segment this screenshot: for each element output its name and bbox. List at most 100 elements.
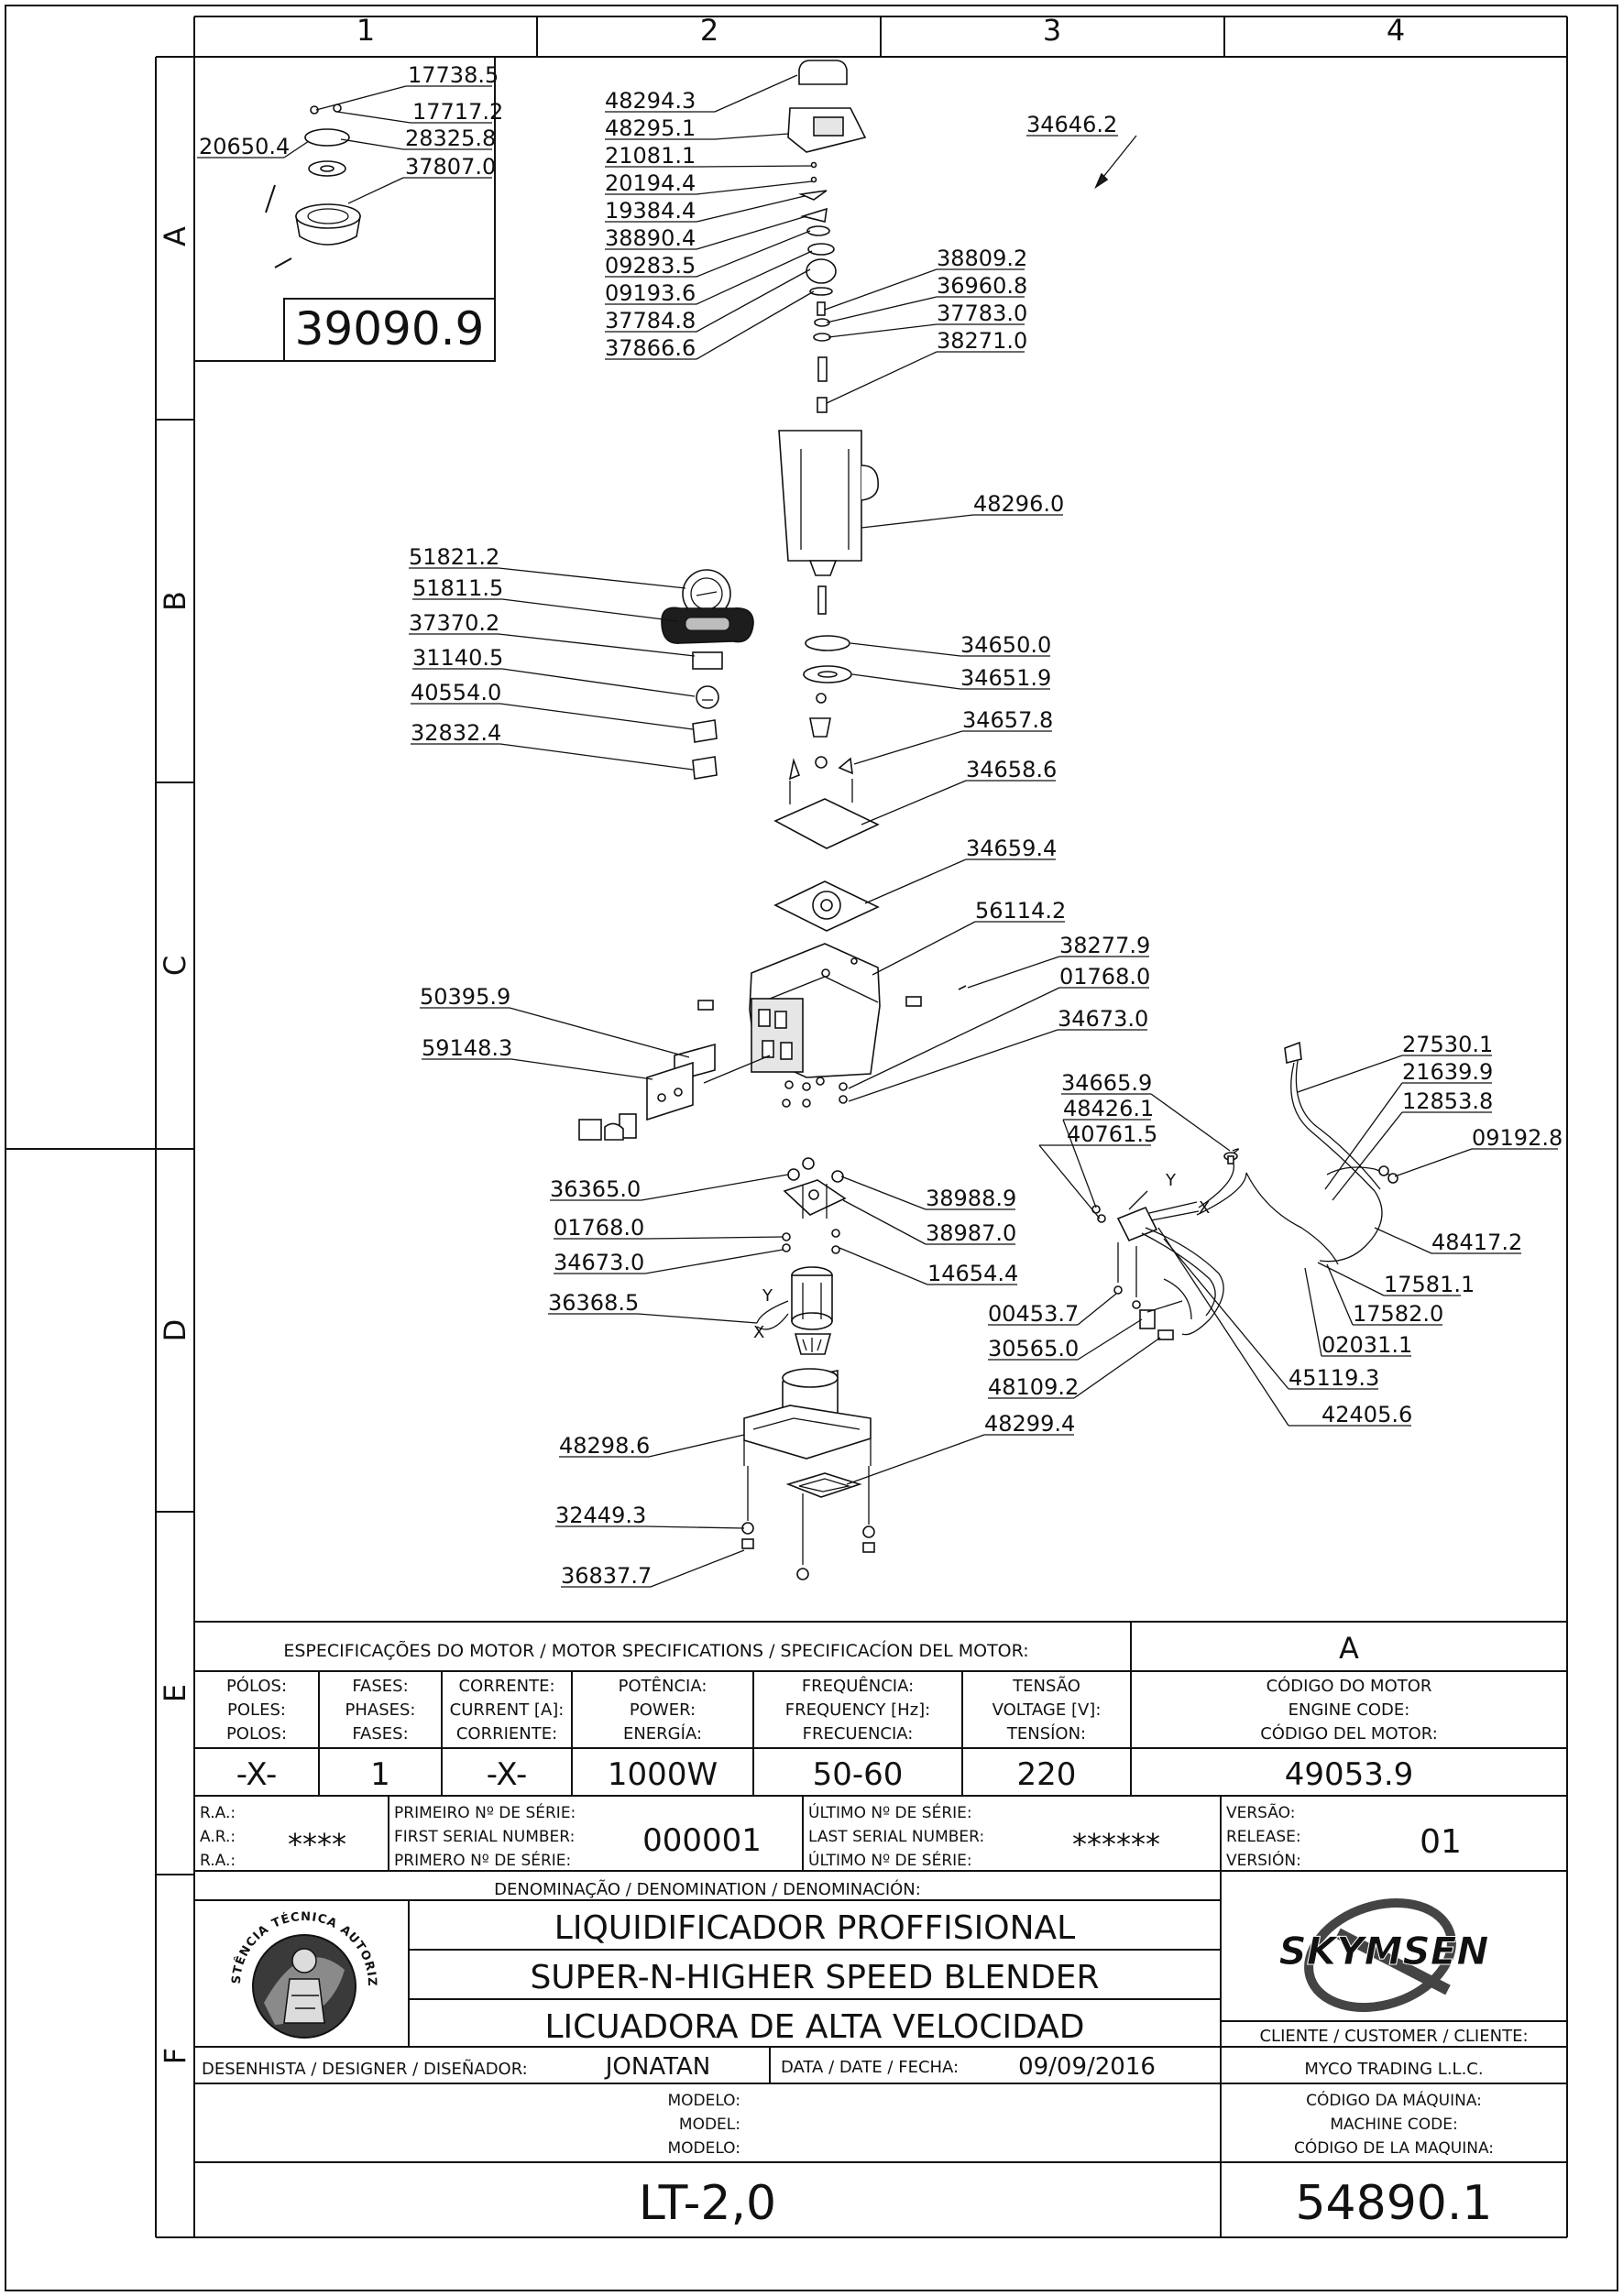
part-number: 48417.2 bbox=[1431, 1230, 1522, 1255]
revision-letter: A bbox=[1339, 1631, 1359, 1666]
motor-spec-table: ESPECIFICAÇÕES DO MOTOR / MOTOR SPECIFIC… bbox=[194, 1621, 1567, 1797]
wire-label-y: Y bbox=[762, 1286, 773, 1306]
part-number: 17582.0 bbox=[1353, 1301, 1443, 1327]
row-label: B bbox=[158, 591, 192, 611]
part-number: 38988.9 bbox=[926, 1186, 1016, 1211]
product-name-es: LICUADORA DE ALTA VELOCIDAD bbox=[544, 2008, 1084, 2046]
part-number: 42405.6 bbox=[1321, 1402, 1412, 1427]
part-number: 17717.2 bbox=[412, 99, 503, 125]
part-number: 32449.3 bbox=[555, 1503, 646, 1528]
serial-number-row: R.A.: A.R.: R.A.: PRIMEIRO Nº DE SÉRIE: … bbox=[194, 1796, 1567, 1872]
spec-label: TENSÍON: bbox=[1006, 1723, 1086, 1744]
part-number: 37370.2 bbox=[409, 610, 499, 636]
spec-label: POWER: bbox=[630, 1700, 696, 1720]
model-value: LT-2,0 bbox=[639, 2176, 776, 2231]
part-number: 20650.4 bbox=[199, 134, 290, 159]
product-name-en: SUPER-N-HIGHER SPEED BLENDER bbox=[530, 1959, 1099, 1996]
part-number: 51811.5 bbox=[412, 575, 503, 601]
part-number: 32832.4 bbox=[411, 720, 501, 746]
spec-value-current: -X- bbox=[487, 1756, 527, 1793]
column-label: 1 bbox=[356, 13, 375, 48]
spec-label: FREQUÊNCIA: bbox=[802, 1676, 914, 1696]
spec-value-power: 1000W bbox=[608, 1756, 718, 1793]
part-number: 27530.1 bbox=[1402, 1032, 1493, 1057]
machine-code-label: CÓDIGO DA MÁQUINA: bbox=[1306, 2090, 1482, 2110]
wire-tags: Y X Y X bbox=[753, 1171, 1210, 1342]
last-serial-value: ****** bbox=[1072, 1827, 1160, 1862]
last-serial-label: ÚLTIMO Nº DE SÉRIE: bbox=[808, 1850, 972, 1870]
part-number: 38809.2 bbox=[937, 246, 1027, 271]
spec-label: ENGINE CODE: bbox=[1289, 1700, 1410, 1720]
version-label: RELEASE: bbox=[1226, 1828, 1301, 1846]
first-serial-label: PRIMEIRO Nº DE SÉRIE: bbox=[394, 1802, 576, 1822]
part-number: 38987.0 bbox=[926, 1220, 1016, 1246]
row-label: D bbox=[158, 1319, 192, 1342]
part-number: 34673.0 bbox=[1058, 1006, 1148, 1032]
part-number: 48299.4 bbox=[984, 1411, 1075, 1437]
designer-label: DESENHISTA / DESIGNER / DISEÑADOR: bbox=[202, 2059, 528, 2079]
callouts: 48294.3 48295.1 21081.1 20194.4 19384.4 … bbox=[409, 74, 1563, 1589]
spec-value-poles: -X- bbox=[236, 1756, 277, 1793]
part-number: 51821.2 bbox=[409, 544, 499, 570]
spec-label: VOLTAGE [V]: bbox=[992, 1700, 1102, 1720]
part-number: 09192.8 bbox=[1472, 1125, 1563, 1151]
part-number: 56114.2 bbox=[975, 898, 1066, 924]
spec-label: FASES: bbox=[352, 1724, 408, 1744]
first-serial-value: 000001 bbox=[642, 1822, 762, 1859]
blender-assembly-drawing bbox=[578, 60, 967, 1580]
part-number: 36365.0 bbox=[550, 1176, 641, 1202]
part-number: 34659.4 bbox=[966, 836, 1057, 861]
part-number: 01768.0 bbox=[1059, 964, 1150, 989]
spec-value-frequency: 50-60 bbox=[813, 1756, 904, 1793]
version-label: VERSÃO: bbox=[1226, 1802, 1295, 1822]
part-number: 48295.1 bbox=[605, 115, 696, 141]
detail-box: 39090.9 17738.5 17717.2 20650.4 28325.8 … bbox=[194, 57, 503, 362]
model-label: MODELO: bbox=[667, 2092, 740, 2110]
spec-label: CORRENTE: bbox=[458, 1677, 554, 1696]
brand-logo: SKYMSEN bbox=[1278, 1898, 1489, 2012]
column-label: 4 bbox=[1387, 13, 1405, 48]
first-serial-label: FIRST SERIAL NUMBER: bbox=[394, 1828, 575, 1846]
row-label: E bbox=[158, 1684, 192, 1702]
part-number: 59148.3 bbox=[422, 1035, 512, 1061]
spec-value-engine-code: 49053.9 bbox=[1285, 1756, 1414, 1793]
wire-label-x: X bbox=[753, 1323, 764, 1342]
ra-value: **** bbox=[288, 1827, 346, 1862]
part-number: 20194.4 bbox=[605, 170, 696, 196]
machine-code-value: 54890.1 bbox=[1295, 2176, 1492, 2231]
wire-label-x: X bbox=[1199, 1198, 1210, 1218]
designer-name: JONATAN bbox=[604, 2053, 710, 2081]
part-number: 28325.8 bbox=[405, 126, 496, 151]
brand-name: SKYMSEN bbox=[1278, 1929, 1488, 1973]
part-number: 02031.1 bbox=[1321, 1332, 1412, 1358]
part-number: 09283.5 bbox=[605, 253, 696, 279]
spec-label: POTÊNCIA: bbox=[619, 1676, 707, 1696]
column-label: 2 bbox=[700, 13, 718, 48]
part-number: 48294.3 bbox=[605, 88, 696, 114]
spec-label: ENERGÍA: bbox=[623, 1723, 702, 1744]
spec-heading: ESPECIFICAÇÕES DO MOTOR / MOTOR SPECIFIC… bbox=[283, 1640, 1028, 1661]
part-number: 38890.4 bbox=[605, 225, 696, 251]
row-label: C bbox=[158, 956, 192, 976]
part-number: 34673.0 bbox=[554, 1250, 644, 1275]
first-serial-label: PRIMERO Nº DE SÉRIE: bbox=[394, 1850, 571, 1870]
denomination-label: DENOMINAÇÃO / DENOMINATION / DENOMINACIÓ… bbox=[494, 1879, 921, 1899]
part-number: 34657.8 bbox=[962, 707, 1053, 733]
model-label: MODELO: bbox=[667, 2139, 740, 2158]
spec-value-voltage: 220 bbox=[1017, 1756, 1077, 1793]
spec-label: PÓLOS: bbox=[226, 1676, 287, 1696]
version-value: 01 bbox=[1420, 1823, 1462, 1861]
part-number: 50395.9 bbox=[420, 984, 510, 1010]
part-number: 38271.0 bbox=[937, 328, 1027, 354]
column-labels: 1 2 3 4 bbox=[356, 13, 1405, 48]
part-number: 48296.0 bbox=[973, 491, 1064, 517]
spec-value-phases: 1 bbox=[370, 1756, 390, 1793]
ra-label: R.A.: bbox=[200, 1804, 236, 1822]
part-number: 36368.5 bbox=[548, 1290, 639, 1316]
part-number: 17581.1 bbox=[1384, 1272, 1475, 1297]
spec-label: TENSÃO bbox=[1012, 1676, 1080, 1696]
wire-harness-drawing bbox=[1091, 1041, 1398, 1340]
part-number: 31140.5 bbox=[412, 645, 503, 671]
part-number: 21081.1 bbox=[605, 143, 696, 169]
